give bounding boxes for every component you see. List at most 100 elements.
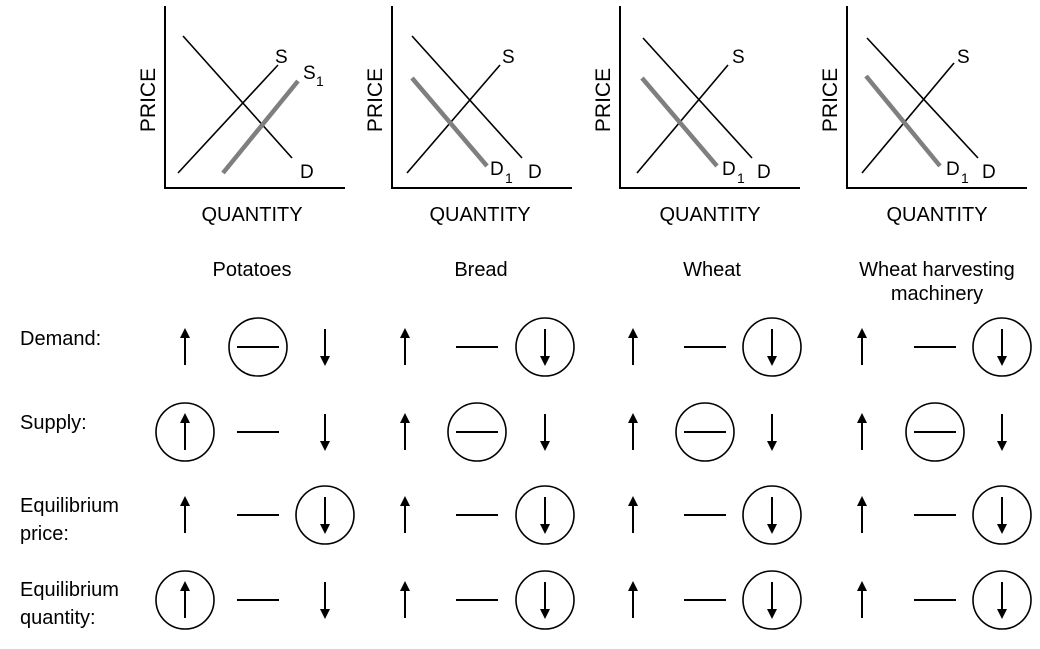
demand-curve: [411, 35, 523, 159]
supply-wheat-up-option: [601, 400, 665, 464]
supply-curve: [636, 64, 729, 174]
equilibrium-price-machinery-none-option: [903, 483, 967, 547]
selected-circle: [742, 317, 802, 377]
shifted-supply-curve: [221, 79, 300, 175]
demand-bread-none-option: [445, 315, 509, 379]
shifted-demand-curve: [864, 74, 942, 168]
demand-machinery-down-selected: [970, 315, 1034, 379]
graph-wheat: PRICE QUANTITY S D 1 D: [585, 0, 815, 232]
graph-wheat-harvesting-machinery: PRICE QUANTITY S D 1 D: [812, 0, 1040, 232]
demand-potatoes-none-selected: [226, 315, 290, 379]
supply-potatoes-down-option: [293, 400, 357, 464]
y-axis-label: PRICE: [137, 68, 160, 132]
supply-machinery-down-option: [970, 400, 1034, 464]
selected-circle: [295, 485, 355, 545]
equilibrium-price-wheat-up-option: [601, 483, 665, 547]
equilibrium-price-machinery-down-selected: [970, 483, 1034, 547]
demand-potatoes-up-option: [153, 315, 217, 379]
supply-wheat-down-option: [740, 400, 804, 464]
demand-curve: [866, 37, 979, 159]
equilibrium-price-machinery-up-option: [830, 483, 894, 547]
selected-circle: [972, 485, 1032, 545]
demand-curve-label: D: [528, 162, 542, 183]
selected-circle: [515, 485, 575, 545]
supply-wheat-none-selected: [673, 400, 737, 464]
shifted-demand-label: D: [722, 159, 736, 180]
equilibrium-quantity-machinery-down-selected: [970, 568, 1034, 632]
equilibrium-quantity-machinery-none-option: [903, 568, 967, 632]
selected-circle: [155, 402, 215, 462]
selected-circle: [155, 570, 215, 630]
row-label-equilibrium-quantity: Equilibrium quantity:: [20, 579, 119, 629]
selected-circle: [742, 485, 802, 545]
x-axis-label: QUANTITY: [201, 204, 302, 226]
shifted-demand-curve: [410, 76, 489, 168]
shifted-demand-subscript: 1: [737, 170, 745, 186]
supply-potatoes-up-selected: [153, 400, 217, 464]
selected-circle: [228, 317, 288, 377]
equilibrium-quantity-machinery-up-option: [830, 568, 894, 632]
selected-circle: [972, 570, 1032, 630]
selected-circle: [515, 570, 575, 630]
supply-curve-label: S: [957, 47, 970, 68]
demand-potatoes-down-option: [293, 315, 357, 379]
supply-curve-label: S: [502, 47, 515, 68]
good-title-bread: Bread: [454, 259, 508, 281]
row-label-demand: Demand:: [20, 328, 102, 350]
equilibrium-quantity-bread-none-option: [445, 568, 509, 632]
selected-circle: [447, 402, 507, 462]
row-label-supply: Supply:: [20, 412, 87, 434]
equilibrium-quantity-wheat-up-option: [601, 568, 665, 632]
row-label-equilibrium-price: Equilibrium price:: [20, 495, 119, 545]
demand-bread-down-selected: [513, 315, 577, 379]
shifted-demand-subscript: 1: [505, 170, 513, 186]
supply-potatoes-none-option: [226, 400, 290, 464]
supply-curve-label: S: [732, 47, 745, 68]
selected-circle: [515, 317, 575, 377]
selected-circle: [675, 402, 735, 462]
equilibrium-price-potatoes-up-option: [153, 483, 217, 547]
x-axis-label: QUANTITY: [429, 204, 530, 226]
shifted-demand-label: D: [946, 159, 960, 180]
supply-bread-none-selected: [445, 400, 509, 464]
supply-machinery-none-selected: [903, 400, 967, 464]
x-axis-label: QUANTITY: [886, 204, 987, 226]
equilibrium-price-potatoes-none-option: [226, 483, 290, 547]
shifted-supply-label: S: [303, 63, 316, 84]
demand-wheat-none-option: [673, 315, 737, 379]
supply-curve: [861, 62, 955, 174]
equilibrium-price-bread-none-option: [445, 483, 509, 547]
supply-curve: [177, 64, 279, 174]
equilibrium-quantity-bread-up-option: [373, 568, 437, 632]
selected-circle: [905, 402, 965, 462]
graph-bread: PRICE QUANTITY S D 1 D: [357, 0, 587, 232]
equilibrium-price-wheat-down-selected: [740, 483, 804, 547]
demand-wheat-up-option: [601, 315, 665, 379]
demand-bread-up-option: [373, 315, 437, 379]
demand-curve-label: D: [757, 162, 771, 183]
x-axis-label: QUANTITY: [659, 204, 760, 226]
equilibrium-quantity-potatoes-up-selected: [153, 568, 217, 632]
supply-machinery-up-option: [830, 400, 894, 464]
supply-bread-down-option: [513, 400, 577, 464]
selected-circle: [742, 570, 802, 630]
shifted-demand-label: D: [490, 159, 504, 180]
supply-bread-up-option: [373, 400, 437, 464]
demand-curve-label: D: [300, 162, 314, 183]
demand-curve: [642, 37, 753, 159]
equilibrium-quantity-potatoes-none-option: [226, 568, 290, 632]
shifted-demand-subscript: 1: [961, 170, 969, 186]
good-title-wheat: Wheat: [683, 259, 741, 281]
demand-machinery-up-option: [830, 315, 894, 379]
equilibrium-price-potatoes-down-selected: [293, 483, 357, 547]
equilibrium-price-bread-up-option: [373, 483, 437, 547]
good-title-potatoes: Potatoes: [212, 259, 292, 281]
supply-curve-label: S: [275, 47, 288, 68]
equilibrium-quantity-bread-down-selected: [513, 568, 577, 632]
y-axis-label: PRICE: [819, 68, 842, 132]
equilibrium-price-wheat-none-option: [673, 483, 737, 547]
y-axis-label: PRICE: [364, 68, 387, 132]
equilibrium-price-bread-down-selected: [513, 483, 577, 547]
equilibrium-quantity-wheat-down-selected: [740, 568, 804, 632]
demand-wheat-down-selected: [740, 315, 804, 379]
